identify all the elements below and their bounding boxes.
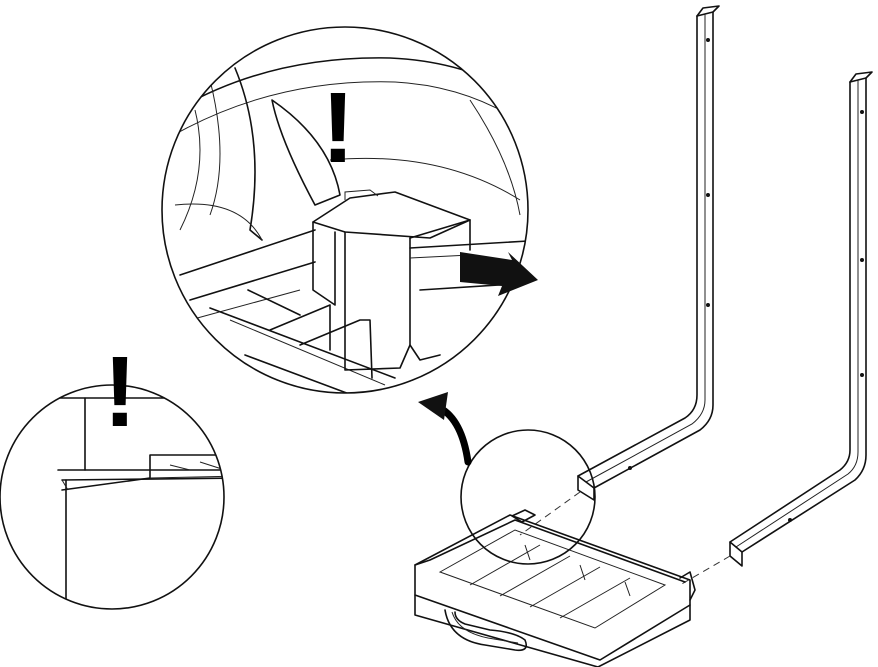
frame-tube-right [729,71,873,567]
detail-ring-big [161,26,529,394]
tray [414,509,696,667]
curved-arrow-icon [418,392,472,466]
caution-mark-zoom: ! [321,72,355,184]
detail-ring-small [460,429,596,565]
insertion-line-left [519,491,581,536]
push-arrow-icon [460,252,538,296]
frame-tube-left [577,5,720,501]
caution-mark-side: ! [103,336,137,448]
insertion-line-right [679,555,731,586]
zoom-detail [161,26,538,394]
detail-ring-side [0,384,225,610]
